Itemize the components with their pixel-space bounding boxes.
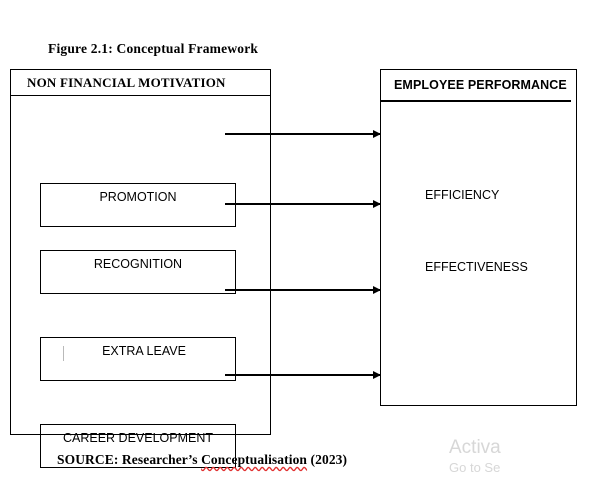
construct-label-promotion: PROMOTION [99,190,177,204]
performance-measure-efficiency: EFFICIENCY [425,188,500,202]
source-flagged-word: Conceptualisation [201,452,308,467]
arrow-recognition-to-performance [225,203,380,205]
source-attribution: SOURCE: Researcher’s Conceptualisation (… [57,452,347,468]
dependent-variable-header-label: EMPLOYEE PERFORMANCE [394,78,567,92]
construct-box-extra-leave: EXTRA LEAVE [40,337,236,381]
dependent-variable-header-divider [381,100,571,102]
windows-activation-watermark: Activa Go to Se [449,437,501,476]
source-suffix: (2023) [307,452,348,467]
dependent-variable-container: EMPLOYEE PERFORMANCE EFFICIENCY EFFECTIV… [380,69,577,406]
activation-watermark-title: Activa [449,437,501,458]
independent-variable-header-label: NON FINANCIAL MOTIVATION [27,74,226,90]
construct-label-career-development: CAREER DEVELOPMENT [62,431,214,445]
construct-box-promotion: PROMOTION [40,183,236,227]
source-prefix: SOURCE: Researcher’s [57,452,202,467]
arrow-promotion-to-performance [225,133,380,135]
text-caret-artifact [63,346,64,361]
arrow-extra-leave-to-performance [225,289,380,291]
performance-measure-effectiveness: EFFECTIVENESS [425,260,528,274]
construct-box-career-development: CAREER DEVELOPMENT [40,424,236,468]
independent-variable-container: NON FINANCIAL MOTIVATION PROMOTION RECOG… [10,69,271,468]
independent-variable-header: NON FINANCIAL MOTIVATION [11,70,270,96]
figure-title: Figure 2.1: Conceptual Framework [48,41,259,56]
construct-label-recognition: RECOGNITION [93,257,183,271]
arrow-career-development-to-performance [225,374,380,376]
dependent-variable-header: EMPLOYEE PERFORMANCE [381,70,576,100]
activation-watermark-subtitle: Go to Se [449,460,501,475]
construct-label-extra-leave: EXTRA LEAVE [102,344,186,358]
construct-box-recognition: RECOGNITION [40,250,236,294]
